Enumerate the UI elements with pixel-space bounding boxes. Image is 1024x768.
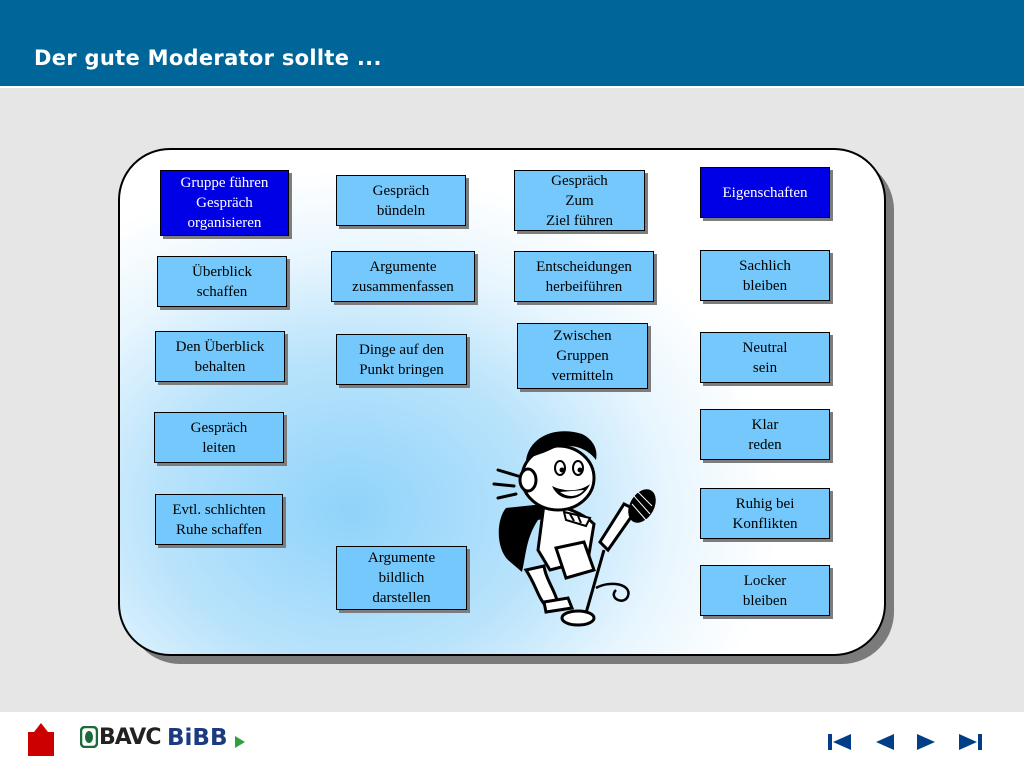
item-argumente-zusammenfassen: Argumente zusammenfassen (331, 251, 475, 302)
heading-gespraech-buendeln: Gespräch bündeln (336, 175, 466, 226)
heading-eigenschaften: Eigenschaften (700, 167, 830, 218)
item-entscheidungen-herbeifuehren: Entscheidungen herbeiführen (514, 251, 654, 302)
heading-gespraech-zum-ziel: Gespräch Zum Ziel führen (514, 170, 645, 231)
slide-header: Der gute Moderator sollte ... (0, 0, 1024, 88)
igbce-logo-text: IGBCE (29, 748, 53, 756)
item-neutral-sein: Neutral sein (700, 332, 830, 383)
next-slide-icon[interactable] (913, 732, 939, 752)
bibb-logo-text: BiBB (167, 725, 228, 751)
previous-slide-icon[interactable] (872, 732, 898, 752)
item-gespraech-leiten: Gespräch leiten (154, 412, 284, 463)
item-dinge-auf-den-punkt: Dinge auf den Punkt bringen (336, 334, 467, 385)
bavc-logo-mark (80, 726, 98, 748)
item-zwischen-gruppen-vermitteln: Zwischen Gruppen vermitteln (517, 323, 648, 389)
bibb-logo-arrow-icon (235, 736, 245, 748)
item-argumente-bildlich: Argumente bildlich darstellen (336, 546, 467, 610)
heading-gruppe-fuehren: Gruppe führen Gespräch organisieren (160, 170, 289, 236)
item-locker-bleiben: Locker bleiben (700, 565, 830, 616)
page-title: Der gute Moderator sollte ... (34, 46, 382, 70)
item-ruhig-bei-konflikten: Ruhig bei Konflikten (700, 488, 830, 539)
item-ueberblick-schaffen: Überblick schaffen (157, 256, 287, 307)
content-panel: Gruppe führen Gespräch organisieren Über… (118, 148, 886, 656)
item-evtl-schlichten: Evtl. schlichten Ruhe schaffen (155, 494, 283, 545)
footer-bar: IGBCE BAVC BiBB (0, 712, 1024, 768)
last-slide-icon[interactable] (957, 732, 983, 752)
moderator-cartoon-illustration (492, 431, 656, 627)
igbce-logo (28, 723, 54, 756)
item-sachlich-bleiben: Sachlich bleiben (700, 250, 830, 301)
item-klar-reden: Klar reden (700, 409, 830, 460)
bavc-logo-text: BAVC (99, 725, 161, 750)
first-slide-icon[interactable] (827, 732, 853, 752)
item-ueberblick-behalten: Den Überblick behalten (155, 331, 285, 382)
